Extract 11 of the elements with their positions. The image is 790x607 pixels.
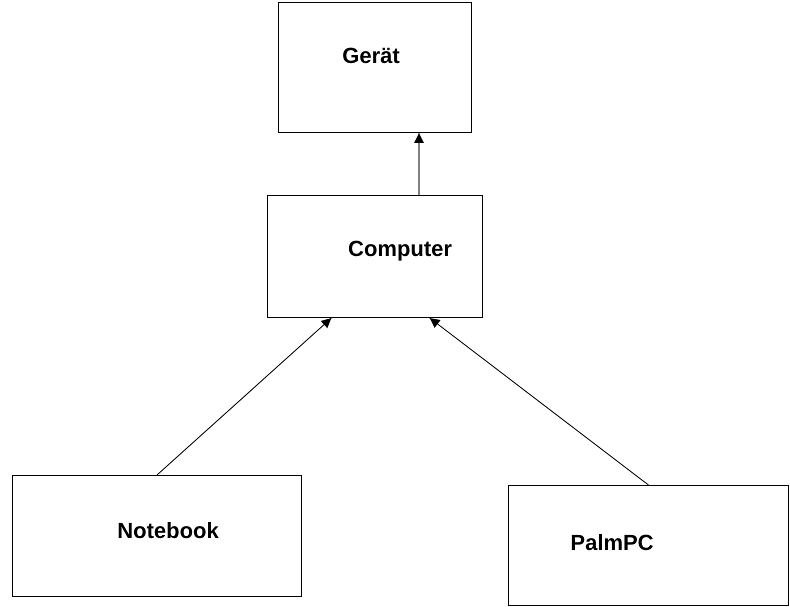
- arrow: [156, 318, 332, 476]
- class-name: Computer: [348, 236, 452, 262]
- class-box: [12, 475, 302, 597]
- arrow: [414, 132, 424, 196]
- class-box: [508, 485, 789, 606]
- class-box: [278, 2, 472, 133]
- class-box: [267, 195, 483, 318]
- class-name: Gerät: [342, 43, 400, 69]
- class-name: PalmPC: [570, 530, 654, 556]
- class-name: Notebook: [117, 518, 219, 544]
- arrow: [429, 318, 649, 486]
